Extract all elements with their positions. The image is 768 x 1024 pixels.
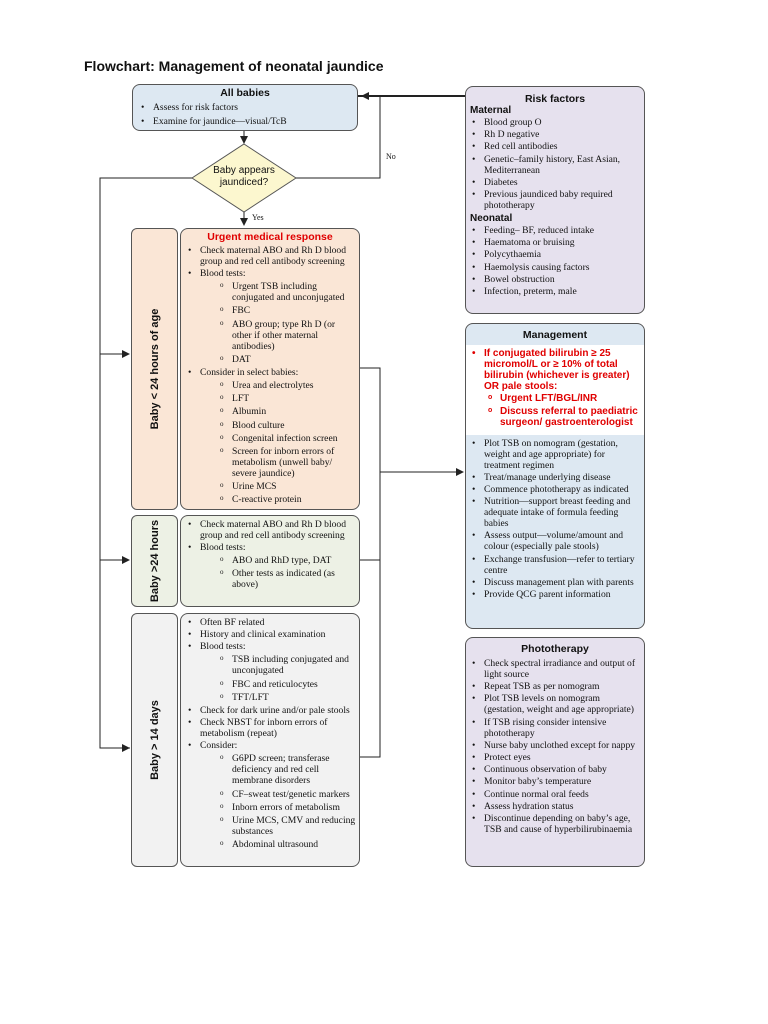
phototherapy-box: Phototherapy Check spectral irradiance a… <box>465 637 645 867</box>
list-item: Nurse baby unclothed except for nappy <box>468 740 642 751</box>
list-item: Infection, preterm, male <box>468 286 642 297</box>
list-item: Inborn errors of metabolism <box>200 801 356 813</box>
list-item: Red cell antibodies <box>468 141 642 152</box>
phototherapy-header: Phototherapy <box>521 643 589 655</box>
list-item: Provide QCG parent information <box>468 589 642 600</box>
list-item: Examine for jaundice—visual/TcB <box>137 116 353 127</box>
list-item: Albumin <box>200 405 356 417</box>
list-item: Continuous observation of baby <box>468 764 642 775</box>
list-item: Continue normal oral feeds <box>468 789 642 800</box>
list-item: Genetic–family history, East Asian, Medi… <box>468 154 642 176</box>
list-item: Congenital infection screen <box>200 432 356 444</box>
list-item: ABO group; type Rh D (or other if other … <box>200 318 356 352</box>
gt24-box: Check maternal ABO and Rh D blood group … <box>180 515 360 607</box>
list-item: Urgent TSB including conjugated and unco… <box>200 280 356 303</box>
page-title: Flowchart: Management of neonatal jaundi… <box>84 58 384 74</box>
list-item: Discontinue depending on baby’s age, TSB… <box>468 813 642 835</box>
list-item: CF–sweat test/genetic markers <box>200 788 356 800</box>
yes-label: Yes <box>252 213 264 222</box>
urgent-response-header: Urgent medical response <box>207 231 333 243</box>
list-item: Consider in select babies: Urea and elec… <box>184 367 356 505</box>
list-item: Consider: G6PD screen; transferase defic… <box>184 740 356 850</box>
list-item: Abdominal ultrasound <box>200 838 356 850</box>
alert-subitem: Discuss referral to paediatric surgeon/ … <box>468 405 642 428</box>
side-label-lt24: Baby < 24 hours of age <box>131 228 178 510</box>
list-item: If TSB rising consider intensive phototh… <box>468 717 642 739</box>
list-item: Discuss management plan with parents <box>468 577 642 588</box>
list-item: Polycythaemia <box>468 249 642 260</box>
list-item: Plot TSB on nomogram (gestation, weight … <box>468 438 642 471</box>
list-item: Haemolysis causing factors <box>468 262 642 273</box>
list-item: Screen for inborn errors of metabolism (… <box>200 445 356 479</box>
list-item: Blood group O <box>468 117 642 128</box>
lt24-box: Urgent medical response Check maternal A… <box>180 228 360 510</box>
list-item: Check spectral irradiance and output of … <box>468 658 642 680</box>
list-item: Commence phototherapy as indicated <box>468 484 642 495</box>
all-babies-header: All babies <box>220 87 270 99</box>
list-item: Check maternal ABO and Rh D blood group … <box>184 245 356 267</box>
side-label-gt14: Baby > 14 days <box>131 613 178 867</box>
list-item: LFT <box>200 392 356 404</box>
list-item: G6PD screen; transferase deficiency and … <box>200 752 356 786</box>
list-item: Previous jaundiced baby required phototh… <box>468 189 642 211</box>
list-item: FBC <box>200 304 356 316</box>
maternal-label: Maternal <box>470 105 512 116</box>
all-babies-box: All babies Assess for risk factors Exami… <box>132 84 358 131</box>
list-item: Blood tests: TSB including conjugated an… <box>184 641 356 702</box>
risk-factors-box: Risk factors Maternal Blood group O Rh D… <box>465 86 645 314</box>
list-item: Urine MCS <box>200 480 356 492</box>
list-item: Monitor baby’s temperature <box>468 776 642 787</box>
risk-factors-header: Risk factors <box>524 93 586 105</box>
list-item: Assess output—volume/amount and colour (… <box>468 530 642 552</box>
list-item: Bowel obstruction <box>468 274 642 285</box>
list-item: Plot TSB levels on nomogram (gestation, … <box>468 693 642 715</box>
list-item: ABO and RhD type, DAT <box>200 554 356 566</box>
list-item: Repeat TSB as per nomogram <box>468 681 642 692</box>
list-item: Rh D negative <box>468 129 642 140</box>
list-item: Check maternal ABO and Rh D blood group … <box>184 519 356 541</box>
list-item: Check for dark urine and/or pale stools <box>184 705 356 716</box>
list-item: Often BF related <box>184 617 356 628</box>
list-item: Nutrition—support breast feeding and ade… <box>468 496 642 529</box>
list-item: Urea and electrolytes <box>200 379 356 391</box>
list-item: Assess hydration status <box>468 801 642 812</box>
decision-text: Baby appears jaundiced? <box>213 165 275 188</box>
list-item: Diabetes <box>468 177 642 188</box>
list-item: Treat/manage underlying disease <box>468 472 642 483</box>
list-item: TFT/LFT <box>200 691 356 703</box>
neonatal-label: Neonatal <box>470 212 513 224</box>
list-item: Urine MCS, CMV and reducing substances <box>200 814 356 837</box>
no-label: No <box>386 152 396 161</box>
list-item: History and clinical examination <box>184 629 356 640</box>
list-item: DAT <box>200 353 356 365</box>
list-item: Assess for risk factors <box>137 102 353 113</box>
list-item: Exchange transfusion—refer to tertiary c… <box>468 554 642 576</box>
list-item: Blood culture <box>200 419 356 431</box>
list-item: Other tests as indicated (as above) <box>200 567 356 590</box>
list-item: Haematoma or bruising <box>468 237 642 248</box>
side-label-gt24: Baby >24 hours <box>131 515 178 607</box>
list-item: Protect eyes <box>468 752 642 763</box>
management-box: Management If conjugated bilirubin ≥ 25 … <box>465 323 645 629</box>
gt14-box: Often BF related History and clinical ex… <box>180 613 360 867</box>
alert-item: If conjugated bilirubin ≥ 25 micromol/L … <box>468 348 642 392</box>
list-item: Blood tests: ABO and RhD type, DAT Other… <box>184 542 356 590</box>
list-item: FBC and reticulocytes <box>200 678 356 690</box>
alert-subitem: Urgent LFT/BGL/INR <box>468 392 642 404</box>
list-item: Blood tests: Urgent TSB including conjug… <box>184 268 356 365</box>
management-header: Management <box>522 329 588 341</box>
list-item: TSB including conjugated and unconjugate… <box>200 653 356 676</box>
list-item: Check NBST for inborn errors of metaboli… <box>184 717 356 739</box>
list-item: Feeding– BF, reduced intake <box>468 225 642 236</box>
management-alert: If conjugated bilirubin ≥ 25 micromol/L … <box>466 345 644 435</box>
list-item: C-reactive protein <box>200 493 356 505</box>
